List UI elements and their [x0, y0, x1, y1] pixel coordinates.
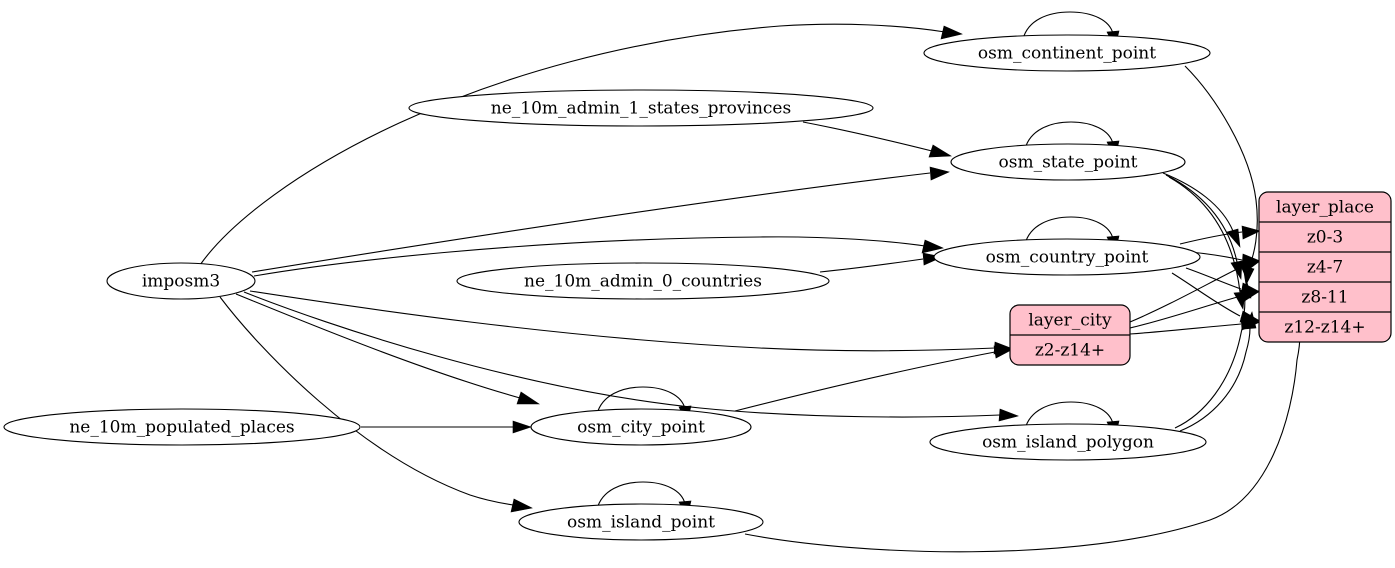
edge-imposm3-to-osm_city_point: [235, 293, 540, 405]
node-label-ne-populated: ne_10m_populated_places: [69, 418, 294, 438]
node-label-imposm3: imposm3: [142, 272, 220, 292]
node-label-osm-country-point: osm_country_point: [986, 248, 1149, 268]
node-osm-state-point[interactable]: osm_state_point: [950, 143, 1186, 181]
layer-place-row-z8-11: z8-11: [1301, 288, 1348, 308]
node-label-osm-island-polygon: osm_island_polygon: [982, 433, 1154, 453]
edge-imposm3-to-layer_city: [249, 290, 1014, 355]
node-osm-continent-point[interactable]: osm_continent_point: [923, 34, 1211, 72]
node-osm-country-point[interactable]: osm_country_point: [933, 238, 1201, 276]
node-label-osm-city-point: osm_city_point: [577, 418, 705, 438]
node-osm-island-point[interactable]: osm_island_point: [518, 503, 764, 541]
node-label-osm-continent-point: osm_continent_point: [978, 44, 1156, 64]
layer-city-title: layer_city: [1028, 311, 1112, 331]
layer-place-row-z0-3: z0-3: [1307, 228, 1343, 248]
edge-ne_populated-to-osm_city_point: [361, 420, 532, 434]
node-label-osm-state-point: osm_state_point: [999, 153, 1138, 173]
node-layer-place[interactable]: layer_place z0-3 z4-7 z8-11 z12-z14+: [1258, 191, 1392, 343]
edge-imposm3-to-osm_island_point: [219, 296, 533, 513]
node-label-osm-island-point: osm_island_point: [567, 513, 715, 533]
edge-imposm3-to-osm_continent_point: [199, 23, 963, 266]
node-layer-city[interactable]: layer_city z2-z14+: [1009, 304, 1131, 366]
node-layer: imposm3 ne_10m_admin_1_states_provinces …: [3, 34, 1392, 541]
edge-imposm3-to-osm_country_point: [253, 236, 944, 277]
layer-place-row-z4-7: z4-7: [1307, 258, 1343, 278]
edge-osm_island_polygon-to-layer_place-z8-11: [1174, 281, 1252, 429]
node-imposm3[interactable]: imposm3: [106, 262, 256, 300]
node-ne-10m-populated-places[interactable]: ne_10m_populated_places: [3, 408, 361, 446]
edge-osm_state_point-to-layer_place-z12-z14+: [1168, 176, 1246, 310]
edge-ne_countries-to-osm_country_point: [819, 252, 943, 273]
edge-layer_city-to-layer_place-z4-7: [1129, 260, 1261, 323]
node-osm-city-point[interactable]: osm_city_point: [530, 408, 752, 446]
node-osm-island-polygon[interactable]: osm_island_polygon: [929, 423, 1207, 461]
edge-osm_country_point-to-layer_place-z0-3: [1179, 225, 1261, 245]
node-ne-10m-admin-0-countries[interactable]: ne_10m_admin_0_countries: [456, 262, 830, 300]
layer-place-row-z12-z14: z12-z14+: [1284, 318, 1365, 338]
edge-ne_states-to-osm_state_point: [802, 121, 952, 158]
layer-place-title: layer_place: [1276, 198, 1374, 218]
layer-city-row-z2-z14: z2-z14+: [1035, 341, 1105, 361]
node-label-ne-states: ne_10m_admin_1_states_provinces: [491, 99, 791, 119]
node-ne-10m-admin-1-states-provinces[interactable]: ne_10m_admin_1_states_provinces: [408, 89, 874, 127]
node-label-ne-countries: ne_10m_admin_0_countries: [524, 272, 762, 292]
edge-imposm3-to-osm_state_point: [251, 166, 950, 273]
edge-imposm3-to-osm_island_polygon: [243, 291, 1019, 422]
edge-osm_city_point-to-layer_city: [734, 345, 1014, 412]
edge-layer: [199, 11, 1307, 553]
edge-osm_island_polygon-to-layer_place-z12-z14+: [1179, 311, 1257, 432]
